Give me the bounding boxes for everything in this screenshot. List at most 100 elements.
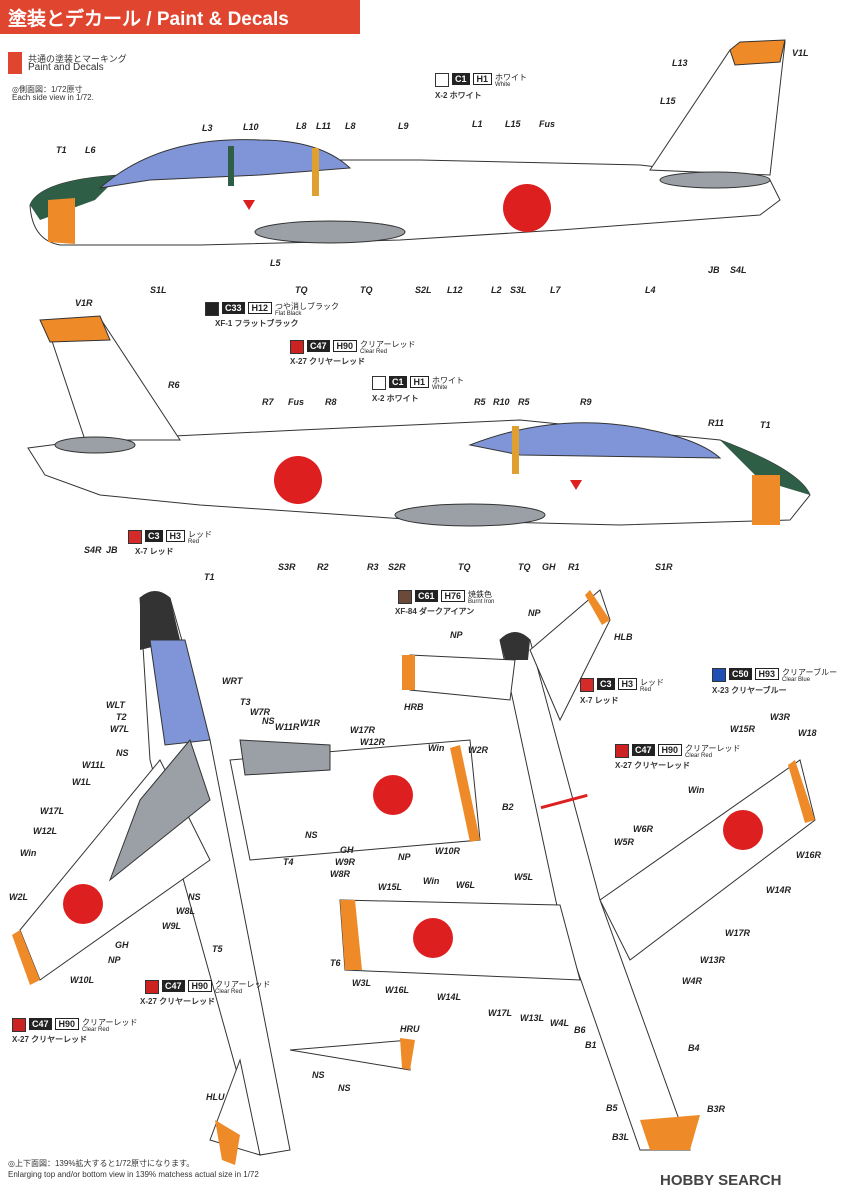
part-label: TQ — [295, 285, 308, 295]
part-label: R1 — [568, 562, 580, 572]
paint-c50-ref: X-23 クリヤーブルー — [712, 686, 787, 695]
part-label: L8 — [345, 121, 356, 131]
part-label: T6 — [330, 958, 341, 968]
part-label: W5L — [514, 872, 533, 882]
part-label: GH — [542, 562, 556, 572]
part-label: W15R — [730, 724, 756, 734]
paint-c61-ref: XF-84 ダークアイアン — [395, 607, 475, 616]
part-label: L7 — [550, 285, 561, 295]
part-label: W4L — [550, 1018, 569, 1028]
footer-note-en: Enlarging top and/or bottom view in 139%… — [8, 1170, 259, 1179]
part-label: W12R — [360, 737, 386, 747]
part-label: W10L — [70, 975, 95, 985]
paint-c1-mid-ref: X-2 ホワイト — [372, 394, 419, 403]
part-label: R7 — [262, 397, 274, 407]
paint-c3-bottom-ref: X-7 レッド — [580, 696, 619, 705]
part-label: W16R — [796, 850, 822, 860]
part-label: R5 — [518, 397, 530, 407]
part-label: L2 — [491, 285, 502, 295]
part-label: W14R — [766, 885, 792, 895]
part-label: W11L — [82, 760, 106, 770]
paint-c1-top-ref: X-2 ホワイト — [435, 91, 482, 100]
part-label: NS — [338, 1083, 351, 1093]
part-label: L12 — [447, 285, 463, 295]
part-label: W13R — [700, 955, 726, 965]
part-label: W7L — [110, 724, 129, 734]
right-side-view — [27, 315, 811, 527]
part-label: L6 — [85, 145, 96, 155]
part-label: R3 — [367, 562, 379, 572]
part-label: Win — [688, 785, 705, 795]
part-label: W18 — [798, 728, 817, 738]
part-label: Fus — [539, 119, 556, 129]
part-label: W9R — [335, 857, 355, 867]
part-label: L15 — [505, 119, 521, 129]
part-label: B3L — [612, 1132, 630, 1142]
part-label: JB — [106, 545, 118, 555]
paint-c47-side-ref: X-27 クリヤーレッド — [290, 357, 366, 366]
part-label: W11R — [275, 722, 300, 732]
part-label: HLB — [614, 632, 633, 642]
part-label: S4L — [730, 265, 747, 275]
part-label: GH — [340, 845, 354, 855]
part-label: T3 — [240, 697, 251, 707]
bottom-view — [339, 589, 816, 1151]
part-label: L9 — [398, 121, 409, 131]
paint-c47-left-ref: X-27 クリヤーレッド — [12, 1035, 88, 1044]
part-label: R2 — [317, 562, 329, 572]
part-label: R11 — [708, 418, 724, 428]
part-label: W13L — [520, 1013, 545, 1023]
part-label: W16L — [385, 985, 410, 995]
part-label: W8R — [330, 869, 350, 879]
footer-note-jp: ◎上下面図：139%拡大すると1/72原寸になります。 — [8, 1159, 195, 1168]
part-label: WRT — [222, 676, 243, 686]
part-label: W12L — [33, 826, 58, 836]
part-label: WLT — [106, 700, 125, 710]
part-label: NP — [108, 955, 121, 965]
part-label: S3L — [510, 285, 527, 295]
part-label: T4 — [283, 857, 294, 867]
scale-note-jp: ◎側面図：1/72原寸 — [12, 85, 83, 94]
part-label: Win — [20, 848, 37, 858]
part-label: V1R — [75, 298, 93, 308]
part-label: NP — [398, 852, 411, 862]
part-label: T1 — [56, 145, 67, 155]
part-label: L4 — [645, 285, 656, 295]
part-label: L11 — [316, 121, 331, 131]
part-label: T5 — [212, 944, 223, 954]
part-label: R5 — [474, 397, 486, 407]
part-label: TQ — [518, 562, 531, 572]
part-label: W2L — [9, 892, 28, 902]
part-label: L8 — [296, 121, 307, 131]
part-label: T1 — [204, 572, 215, 582]
part-label: L5 — [270, 258, 281, 268]
part-label: T2 — [116, 712, 127, 722]
part-label: W5R — [614, 837, 634, 847]
part-label: S3R — [278, 562, 296, 572]
part-label: L1 — [472, 119, 483, 129]
part-label: W17R — [725, 928, 751, 938]
page-title: 塗装とデカール / Paint & Decals — [8, 9, 289, 30]
part-label: L15 — [660, 96, 676, 106]
part-label: NS — [262, 716, 275, 726]
part-label: W2R — [468, 745, 488, 755]
scale-note-en: Each side view in 1/72. — [12, 93, 94, 102]
common-title-jp: 共通の塗装とマーキング — [28, 54, 127, 64]
part-label: JB — [708, 265, 720, 275]
part-label: TQ — [458, 562, 471, 572]
part-label: W17L — [488, 1008, 513, 1018]
part-label: S2L — [415, 285, 432, 295]
part-label: W17R — [350, 725, 376, 735]
section-marker — [8, 52, 22, 74]
part-label: W9L — [162, 921, 181, 931]
paint-c47-top-ref: X-27 クリヤーレッド — [140, 997, 216, 1006]
part-label: Fus — [288, 397, 305, 407]
